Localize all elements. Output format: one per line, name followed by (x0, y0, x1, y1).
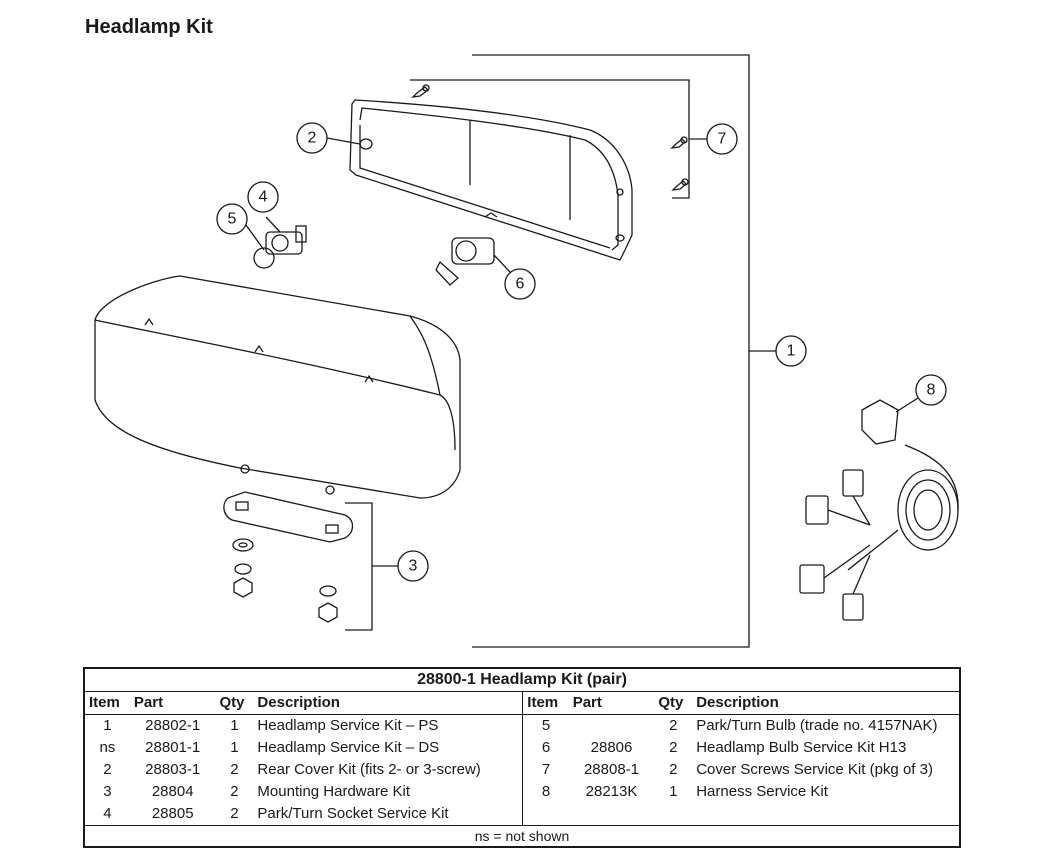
header-part: Part (568, 691, 655, 715)
header-item: Item (84, 691, 130, 715)
parts-table: 28800-1 Headlamp Kit (pair) Item Part Qt… (83, 667, 961, 848)
header-part: Part (129, 691, 216, 715)
cell-description: Harness Service Kit (696, 783, 828, 800)
table-row: 3 28804 2 Mounting Hardware Kit 8 28213K… (84, 781, 960, 803)
header-qty: Qty (215, 691, 254, 715)
callout-1-label: 1 (787, 343, 796, 360)
cell-part: 28804 (151, 783, 194, 800)
cell-description: Headlamp Service Kit – DS (257, 739, 440, 756)
cell-part: 28213K (585, 783, 638, 800)
page-title: Headlamp Kit (85, 16, 213, 38)
cell-description (692, 803, 960, 826)
cell-item: ns (99, 739, 116, 756)
cell-part: 28808-1 (583, 761, 640, 778)
header-item: Item (522, 691, 569, 715)
cell-qty: 2 (230, 783, 239, 800)
headlamp-body-drawing (94, 275, 461, 499)
cell-item: 6 (522, 737, 569, 759)
callout-5-label: 5 (228, 211, 237, 228)
cell-qty: 2 (669, 739, 678, 756)
cell-qty: 1 (230, 717, 239, 734)
cell-part: 28801-1 (145, 739, 201, 756)
mounting-hardware-drawing (223, 491, 398, 631)
cell-qty (654, 803, 692, 826)
callout-7-label: 7 (718, 131, 727, 148)
callout-4-label: 4 (259, 189, 268, 206)
cell-part (569, 803, 655, 826)
harness-drawing (799, 397, 959, 621)
callout-5-leader (245, 224, 265, 251)
cover-screws-drawing (410, 79, 708, 199)
cell-item: 8 (522, 781, 569, 803)
cell-description: Rear Cover Kit (fits 2- or 3-screw) (257, 761, 481, 778)
cell-description: Park/Turn Socket Service Kit (257, 805, 449, 822)
cell-qty: 2 (230, 805, 239, 822)
cell-part: 28806 (590, 739, 633, 756)
cell-item: 3 (103, 783, 112, 800)
cell-part: 28802-1 (145, 717, 201, 734)
cell-item: 4 (103, 805, 112, 822)
table-row: 2 28803-1 2 Rear Cover Kit (fits 2- or 3… (84, 759, 960, 781)
cell-item: 2 (103, 761, 112, 778)
cell-description: Cover Screws Service Kit (pkg of 3) (696, 761, 933, 778)
table-row: 4 28805 2 Park/Turn Socket Service Kit (84, 803, 960, 826)
cell-description: Headlamp Service Kit – PS (257, 717, 439, 734)
cell-part (569, 715, 655, 738)
table-footnote: ns = not shown (84, 825, 960, 847)
cell-qty: 1 (669, 783, 678, 800)
cell-description: Headlamp Bulb Service Kit H13 (696, 739, 907, 756)
cell-part: 28805 (151, 805, 194, 822)
callout-3-label: 3 (409, 558, 418, 575)
headlamp-bulb-drawing (435, 237, 511, 286)
header-description: Description (253, 691, 523, 715)
cell-part: 28803-1 (145, 761, 201, 778)
cell-item: 1 (103, 717, 112, 734)
table-title: 28800-1 Headlamp Kit (pair) (84, 668, 960, 692)
cell-qty: 2 (230, 761, 239, 778)
table-row: 1 28802-1 1 Headlamp Service Kit – PS 5 … (84, 714, 960, 738)
cell-item: 5 (522, 714, 569, 737)
callout-6-label: 6 (516, 276, 525, 293)
cell-qty: 2 (669, 761, 678, 778)
exploded-parts-diagram: 1 2 3 4 5 6 7 8 (94, 54, 959, 648)
cell-qty: 2 (669, 717, 678, 734)
callout-2-label: 2 (308, 130, 317, 147)
cell-item (522, 803, 569, 826)
park-turn-socket-drawing (253, 216, 307, 269)
callout-2-leader (326, 137, 361, 145)
cell-description: Mounting Hardware Kit (257, 783, 410, 800)
header-qty: Qty (654, 691, 693, 715)
table-row: ns 28801-1 1 Headlamp Service Kit – DS 6… (84, 737, 960, 759)
callout-circles (216, 122, 947, 582)
callout-1-bracket (472, 54, 776, 648)
cell-description: Park/Turn Bulb (trade no. 4157NAK) (696, 717, 938, 734)
rear-cover-drawing (349, 99, 633, 261)
cell-qty: 1 (230, 739, 239, 756)
header-description: Description (692, 691, 960, 715)
cell-item: 7 (522, 759, 569, 781)
callout-8-label: 8 (927, 382, 936, 399)
